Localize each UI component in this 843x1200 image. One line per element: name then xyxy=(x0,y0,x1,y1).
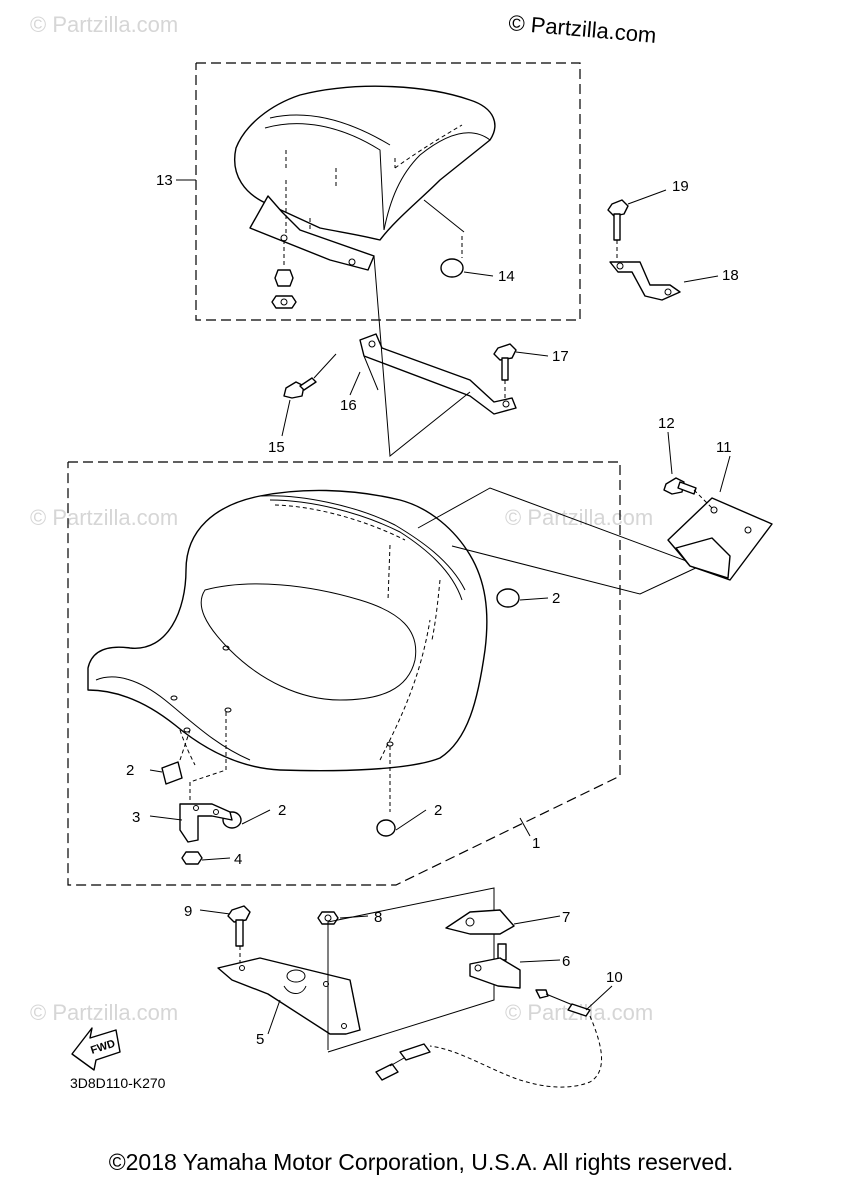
grommet-14 xyxy=(440,236,494,278)
bracket-3-nut-4 xyxy=(149,740,233,865)
callout-4: 4 xyxy=(234,851,242,868)
watermark-bottom-left: © Partzilla.com xyxy=(30,1000,178,1025)
seat-lock-cable-10 xyxy=(375,985,613,1088)
callout-12: 12 xyxy=(658,415,675,432)
copyright-notice: ©2018 Yamaha Motor Corporation, U.S.A. A… xyxy=(109,1149,734,1175)
watermark-mid-right: © Partzilla.com xyxy=(505,505,653,530)
callout-15: 15 xyxy=(268,439,285,456)
main-seat-group-boundary xyxy=(67,461,621,886)
callout-2-c: 2 xyxy=(278,802,286,819)
callout-labels: 1 2 2 2 2 3 4 5 6 7 8 9 10 11 12 13 14 1… xyxy=(126,172,739,1048)
callout-1: 1 xyxy=(532,835,540,852)
rear-seat-group-boundary xyxy=(195,62,581,321)
callout-13: 13 xyxy=(156,172,173,189)
bolt-15 xyxy=(281,353,337,437)
lock-bracket-7 xyxy=(445,909,561,935)
assembly-leader-lines xyxy=(373,255,471,457)
rear-seat-nuts xyxy=(271,240,297,309)
lock-plate-5 xyxy=(217,957,361,1035)
callout-10: 10 xyxy=(606,969,623,986)
partzilla-watermark: © Partzilla.com xyxy=(508,10,658,48)
callout-17: 17 xyxy=(552,348,569,365)
bracket-11-bolt-12 xyxy=(663,431,773,581)
watermark-mid-left: © Partzilla.com xyxy=(30,505,178,530)
callout-11: 11 xyxy=(716,439,732,456)
callout-19: 19 xyxy=(672,178,689,195)
callout-2-a: 2 xyxy=(552,590,560,607)
callout-16: 16 xyxy=(340,397,357,414)
main-seat xyxy=(87,489,488,812)
callout-14: 14 xyxy=(498,268,515,285)
callout-18: 18 xyxy=(722,267,739,284)
callout-5: 5 xyxy=(256,1031,264,1048)
lock-leader-lines xyxy=(327,887,495,1053)
rear-seat xyxy=(234,85,496,271)
watermark-top-left: © Partzilla.com xyxy=(30,12,178,37)
callout-6: 6 xyxy=(562,953,570,970)
callout-7: 7 xyxy=(562,909,570,926)
callout-9: 9 xyxy=(184,903,192,920)
callout-2-d: 2 xyxy=(434,802,442,819)
bracket-16 xyxy=(349,333,517,415)
lock-mechanism-6 xyxy=(469,943,561,989)
bolt-17 xyxy=(493,343,549,400)
bracket-18-bolt-19 xyxy=(607,189,719,301)
callout-1-lead xyxy=(519,817,531,837)
grommets-2 xyxy=(149,588,549,837)
callout-2-b: 2 xyxy=(126,762,134,779)
diagram-code: 3D8D110-K270 xyxy=(70,1075,166,1091)
bolt-9 xyxy=(199,905,251,964)
callout-3: 3 xyxy=(132,809,140,826)
fwd-arrow-icon: FWD xyxy=(71,1027,121,1071)
callout-8: 8 xyxy=(374,909,382,926)
